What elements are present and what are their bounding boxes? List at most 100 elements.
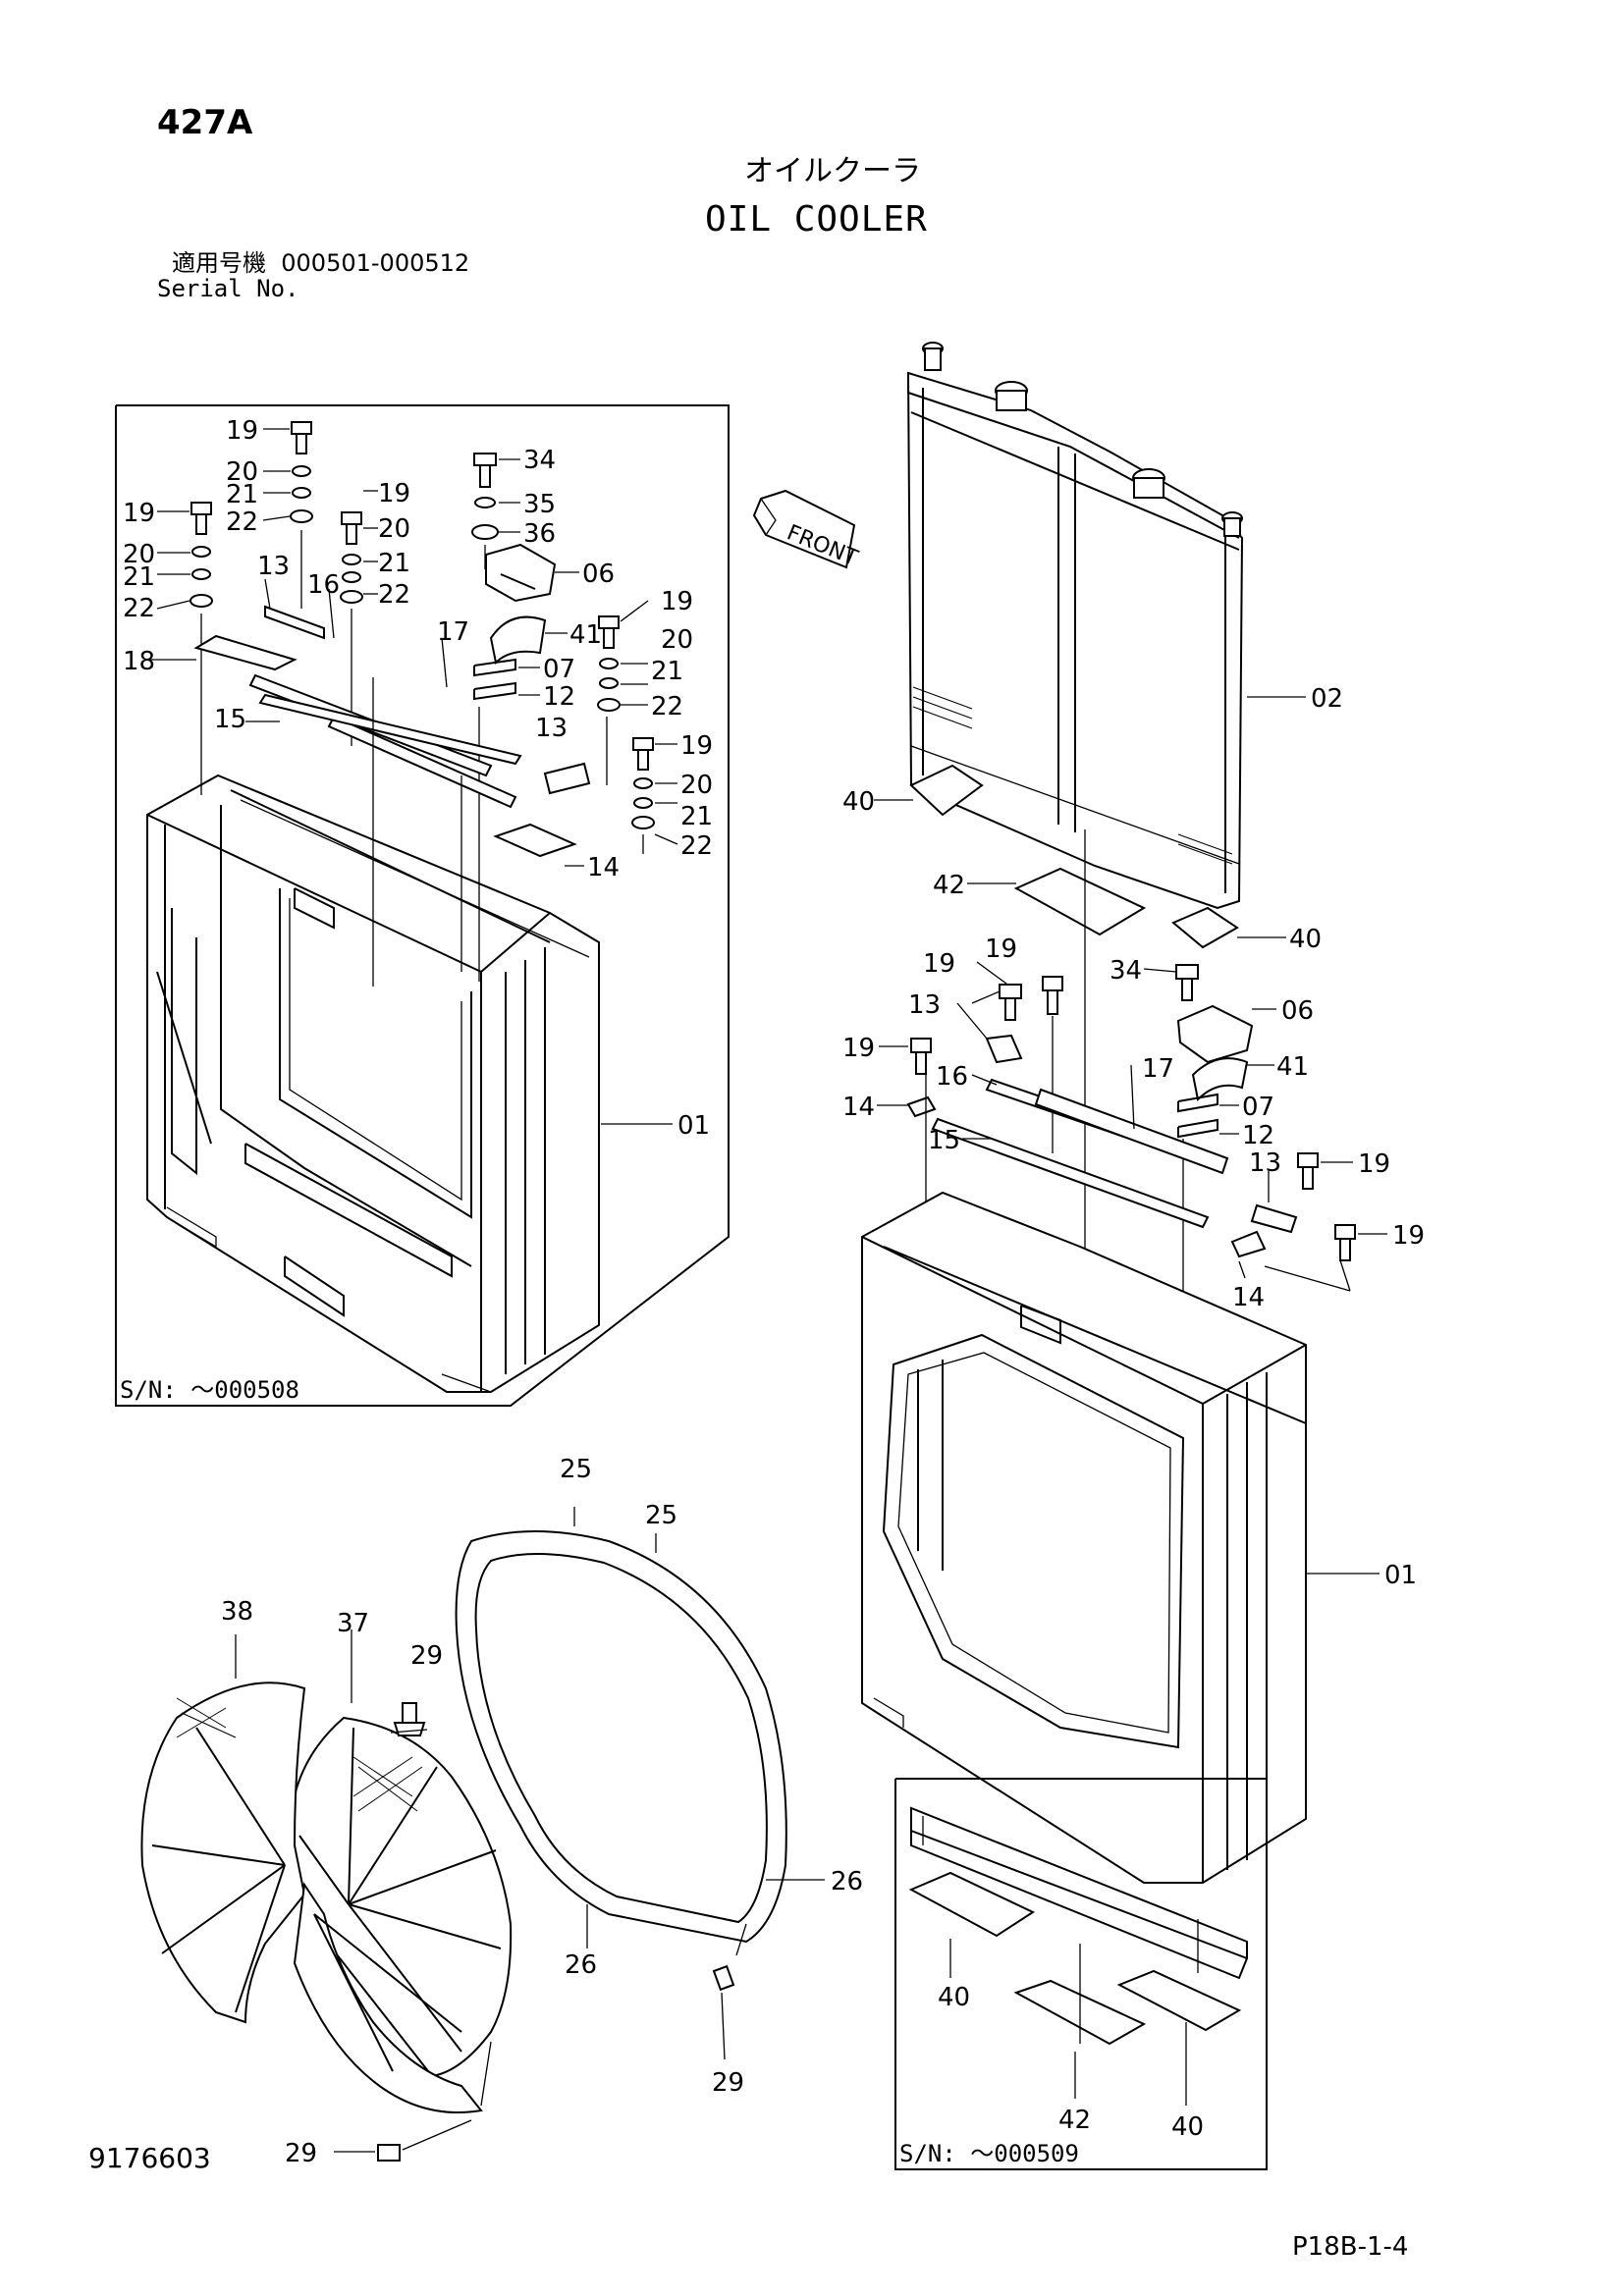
- callout-20: 20: [680, 771, 713, 800]
- callout-25: 25: [645, 1501, 677, 1530]
- callout-17: 17: [1142, 1054, 1174, 1084]
- callout-15: 15: [928, 1126, 960, 1155]
- callout-42: 42: [1058, 2106, 1091, 2135]
- callout-19: 19: [923, 949, 955, 979]
- bracket-06-old: [485, 543, 557, 603]
- callout-17: 17: [437, 617, 469, 647]
- callout-06: 06: [1281, 996, 1314, 1026]
- fan-ring-25-26: [455, 1507, 825, 1949]
- oil-cooler-core: [906, 342, 1244, 910]
- callout-02: 02: [1311, 684, 1343, 714]
- callout-29: 29: [285, 2139, 317, 2168]
- cooler-frame-old: [146, 774, 600, 1393]
- callout-22: 22: [226, 507, 258, 537]
- callout-13: 13: [257, 552, 290, 581]
- callout-38: 38: [221, 1597, 253, 1627]
- callout-labels: 19 20 21 22 19 20 21 22 19 20 21 22 34 3…: [123, 416, 1425, 2168]
- callout-20: 20: [226, 457, 258, 487]
- cover-41-old: [489, 615, 547, 666]
- serial-range: 000501-000512: [281, 249, 470, 277]
- callout-29: 29: [712, 2068, 744, 2098]
- title-english: OIL COOLER: [705, 199, 928, 240]
- callout-19: 19: [1392, 1221, 1425, 1251]
- callout-01: 01: [1384, 1561, 1417, 1590]
- callout-22: 22: [378, 580, 410, 610]
- callout-21: 21: [378, 549, 410, 578]
- callout-41: 41: [1276, 1052, 1309, 1082]
- callout-12: 12: [1242, 1121, 1274, 1150]
- inset-sn-bottom-right: S/N: ～000509: [899, 2140, 1079, 2167]
- callout-21: 21: [226, 480, 258, 509]
- callout-15: 15: [214, 705, 246, 734]
- callout-37: 37: [337, 1609, 369, 1638]
- callout-22: 22: [651, 692, 683, 721]
- callout-25: 25: [560, 1455, 592, 1484]
- callout-13: 13: [1249, 1148, 1281, 1178]
- hardware-stack-b: [189, 502, 213, 795]
- callout-19: 19: [1358, 1149, 1390, 1179]
- hardware-stack-c: [340, 511, 363, 746]
- callout-19: 19: [226, 416, 258, 446]
- drawing-number: 9176603: [88, 2142, 211, 2174]
- callout-07: 07: [1242, 1093, 1274, 1122]
- callout-41: 41: [569, 620, 602, 650]
- inset-sn-top-left: S/N: ～000508: [120, 1376, 299, 1404]
- callout-40: 40: [1171, 2112, 1204, 2142]
- plates-13-16-17-18-15-14-old: [193, 605, 591, 987]
- callout-01: 01: [677, 1111, 710, 1141]
- callout-22: 22: [680, 831, 713, 861]
- callout-13: 13: [535, 714, 568, 743]
- callout-14: 14: [587, 853, 620, 882]
- bolts-29: [334, 1702, 747, 2162]
- callout-40: 40: [842, 787, 875, 817]
- callout-19: 19: [985, 934, 1017, 964]
- callout-07: 07: [543, 655, 575, 684]
- callout-16: 16: [936, 1062, 968, 1092]
- fan-guard-37: [288, 1629, 513, 2078]
- callout-21: 21: [680, 802, 713, 831]
- callout-21: 21: [651, 657, 683, 686]
- serial-label-jp: 適用号機: [172, 249, 266, 277]
- title-japanese: オイルクーラ: [744, 154, 921, 188]
- hardware-stack-d: [597, 615, 621, 785]
- sheet-reference: P18B-1-4: [1292, 2232, 1409, 2262]
- callout-14: 14: [842, 1093, 875, 1122]
- callout-19: 19: [842, 1034, 875, 1063]
- support-40-right-a: [909, 764, 984, 817]
- page-code: 427A: [157, 103, 253, 142]
- inset-top-left: S/N: ～000508: [115, 404, 730, 1407]
- hardware-right: [910, 964, 1356, 1404]
- cooler-frame-new: [861, 1191, 1307, 1884]
- callout-18: 18: [123, 647, 155, 676]
- support-40-right-b: [1171, 906, 1239, 949]
- callout-35: 35: [523, 490, 556, 519]
- callout-13: 13: [908, 990, 941, 1020]
- callout-19: 19: [680, 731, 713, 761]
- callout-26: 26: [831, 1867, 863, 1896]
- callout-12: 12: [543, 682, 575, 712]
- callout-14: 14: [1232, 1283, 1265, 1312]
- callout-20: 20: [661, 625, 693, 655]
- hardware-stack-34: [471, 453, 499, 569]
- callout-40: 40: [1289, 925, 1322, 954]
- front-direction-arrow: FRONT: [752, 489, 861, 571]
- serial-label-en: Serial No.: [157, 275, 299, 302]
- callout-19: 19: [123, 499, 155, 528]
- callout-21: 21: [123, 562, 155, 592]
- callout-26: 26: [565, 1950, 597, 1980]
- callout-34: 34: [523, 446, 556, 475]
- hardware-stack-a: [290, 421, 313, 609]
- callout-19: 19: [378, 479, 410, 508]
- serial-applicability: 適用号機 000501-000512: [172, 251, 469, 275]
- callout-16: 16: [307, 570, 340, 600]
- callout-29: 29: [410, 1641, 443, 1671]
- hardware-stack-e: [631, 737, 655, 854]
- callout-42: 42: [933, 871, 965, 900]
- leaders-top-left: [147, 428, 678, 1125]
- callout-36: 36: [523, 519, 556, 549]
- callout-34: 34: [1110, 956, 1142, 986]
- callout-22: 22: [123, 594, 155, 623]
- callout-40: 40: [938, 1983, 970, 2012]
- callout-19: 19: [661, 587, 693, 616]
- leaders-right: [874, 696, 1387, 1575]
